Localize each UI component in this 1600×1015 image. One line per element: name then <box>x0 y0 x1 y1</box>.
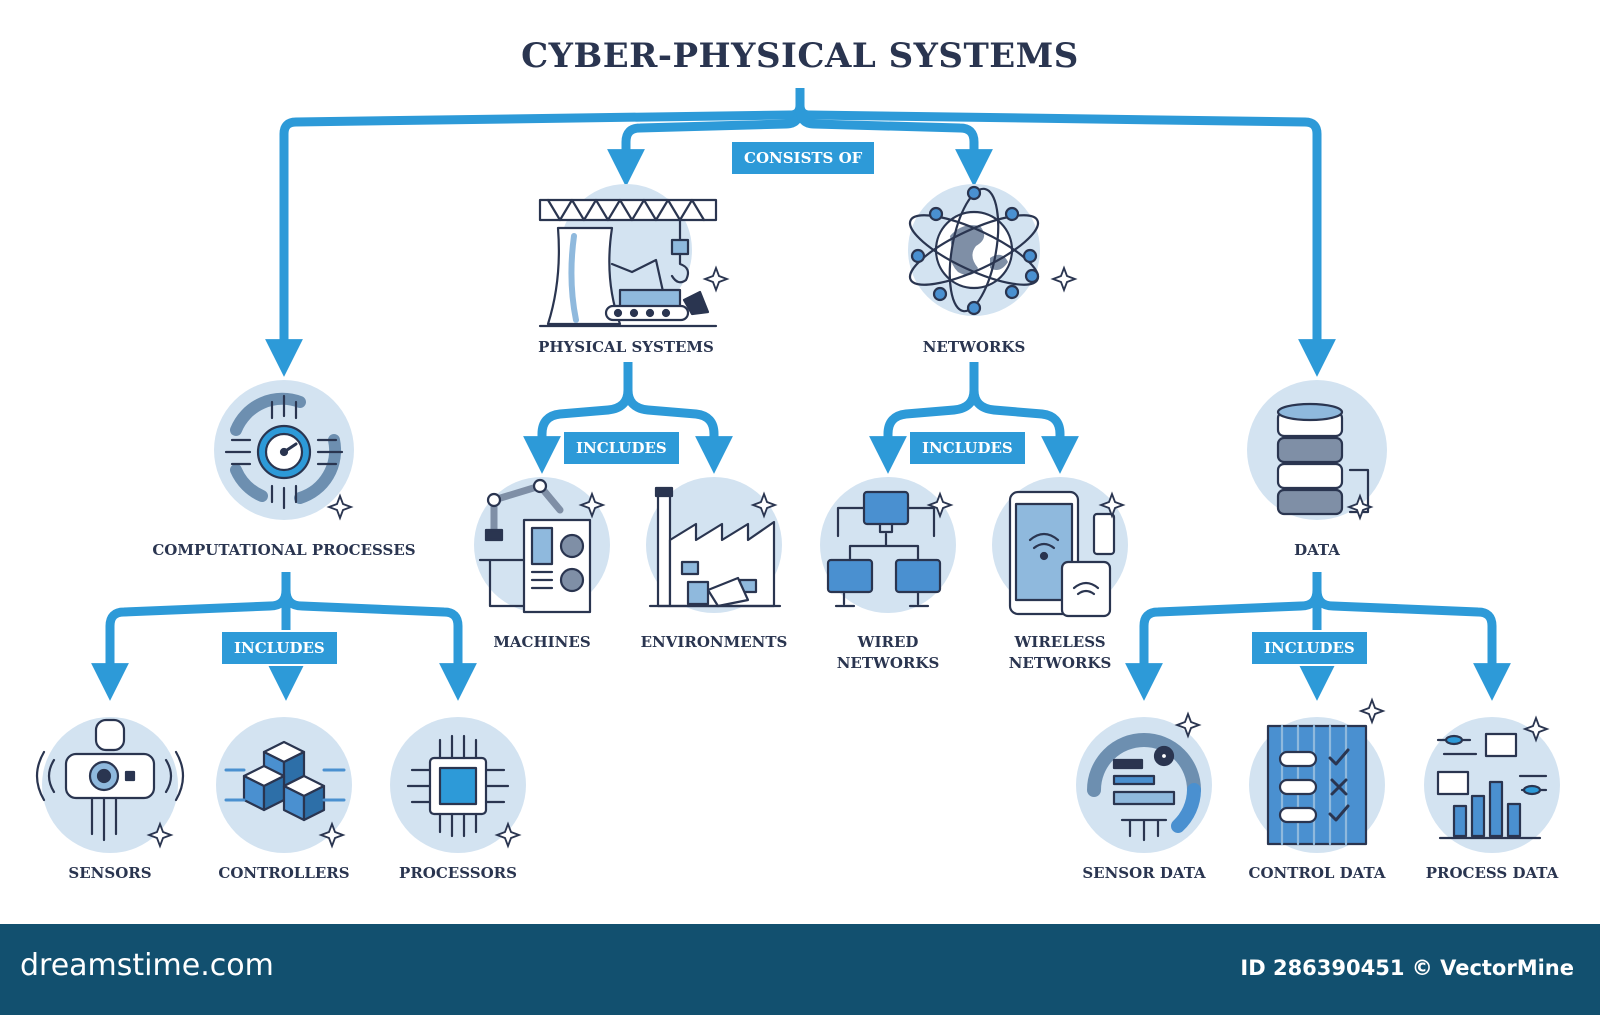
consists-of-tag: CONSISTS OF <box>730 140 877 176</box>
computational-includes-tag: INCLUDES <box>220 630 339 666</box>
computational-processes-label: COMPUTATIONAL PROCESSES <box>152 541 416 559</box>
control-checklist-icon <box>1266 724 1368 846</box>
footer-brand[interactable]: dreamstime.com <box>20 948 274 983</box>
processors-label: PROCESSORS <box>399 864 517 882</box>
diagram-canvas <box>35 88 1560 853</box>
sensor-data-gauge-icon <box>1087 733 1201 842</box>
sensors-label: SENSORS <box>68 864 152 882</box>
gauge-cycle-icon <box>224 392 344 510</box>
camera-sensor-icon <box>35 718 185 842</box>
arrow-to-networks <box>795 107 993 187</box>
machines-label: MACHINES <box>493 633 591 651</box>
cube-cluster-icon <box>224 740 346 822</box>
wired-networks-label: WIRED NETWORKS <box>836 633 940 672</box>
robot-arm-icon <box>478 478 592 614</box>
sparkle-icons <box>146 265 1550 849</box>
footer-bar: dreamstime.com ID 286390451 © VectorMine <box>0 924 1600 1015</box>
networks-label: NETWORKS <box>922 338 1026 356</box>
data-label: DATA <box>1294 541 1340 559</box>
arrow-to-processors <box>281 589 477 701</box>
data-includes-tag: INCLUDES <box>1250 630 1369 666</box>
process-data-chart-icon <box>1436 732 1548 840</box>
sensor-data-label: SENSOR DATA <box>1082 864 1206 882</box>
environments-label: ENVIRONMENTS <box>640 633 788 651</box>
arrow-to-wireless-networks <box>969 389 1079 474</box>
wireless-devices-icon <box>1008 490 1116 618</box>
wireless-networks-label: WIRELESS NETWORKS <box>1008 633 1112 672</box>
wired-monitors-icon <box>826 490 942 608</box>
process-data-label: PROCESS DATA <box>1425 864 1559 882</box>
networks-includes-tag: INCLUDES <box>908 430 1027 466</box>
arrow-to-data <box>795 104 1336 377</box>
factory-crane-icon <box>538 198 718 328</box>
footer-image-id: ID 286390451 © VectorMine <box>1240 956 1574 980</box>
factory-icon <box>648 486 782 608</box>
controllers-label: CONTROLLERS <box>218 864 350 882</box>
diagram-title: CYBER-PHYSICAL SYSTEMS <box>521 36 1079 76</box>
globe-network-icon <box>908 185 1040 316</box>
physical-includes-tag: INCLUDES <box>562 430 681 466</box>
arrow-to-process-data <box>1312 589 1511 701</box>
physical-systems-label: PHYSICAL SYSTEMS <box>538 338 714 356</box>
cpu-chip-icon <box>406 734 510 838</box>
arrow-to-environments <box>623 389 733 474</box>
control-data-label: CONTROL DATA <box>1248 864 1386 882</box>
database-icon <box>1276 402 1370 516</box>
